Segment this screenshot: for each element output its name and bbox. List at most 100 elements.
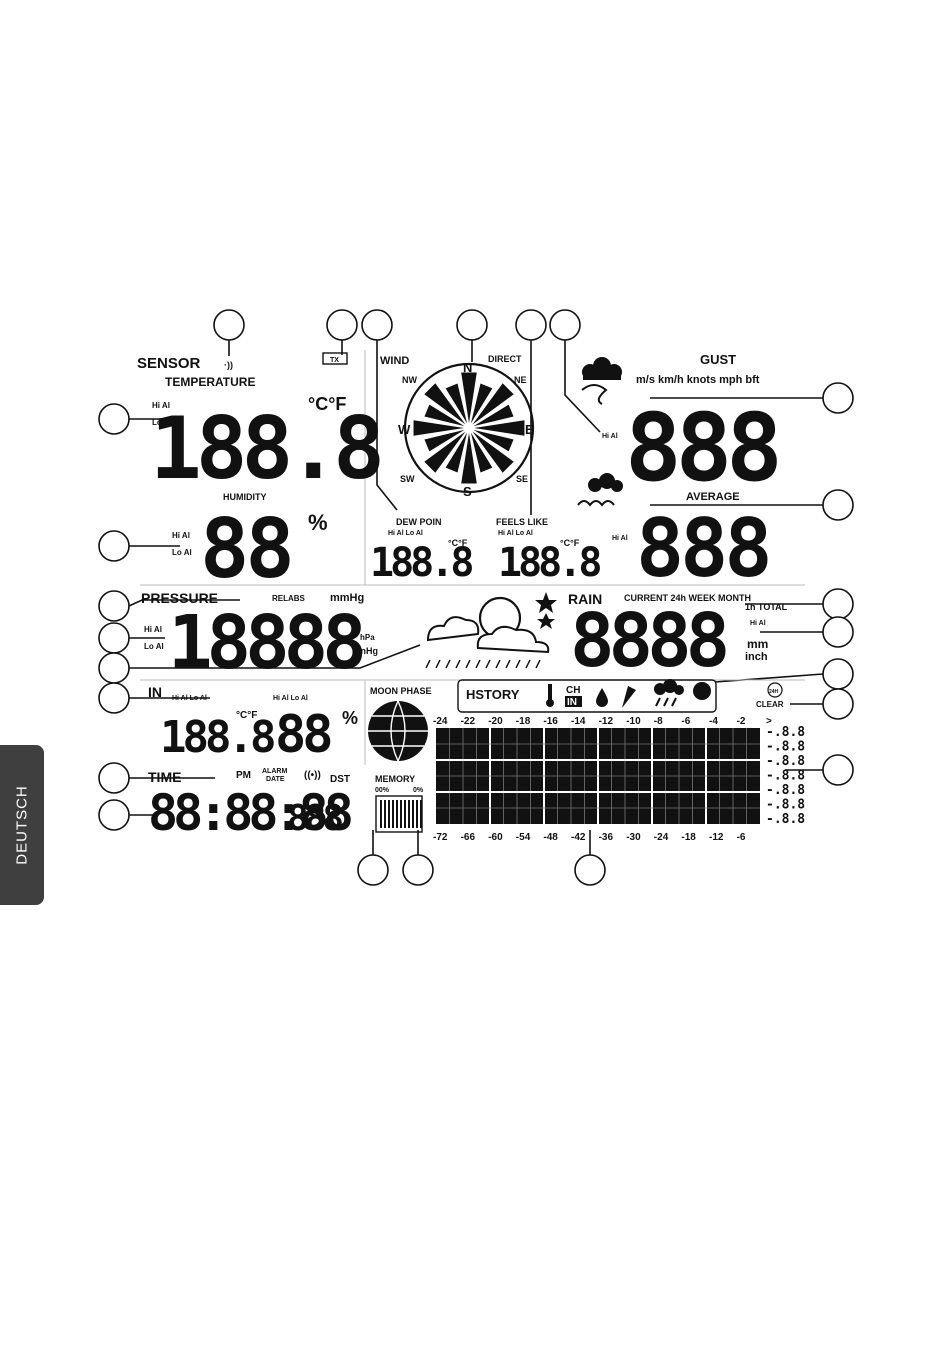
humidity-label: HUMIDITY: [223, 492, 267, 502]
callout-marker: [402, 854, 434, 886]
compass-wedge: [473, 404, 514, 427]
callout-marker: [326, 309, 358, 341]
humidity-drop-icon: [596, 688, 608, 707]
history-scale: -.8.8-.8.8-.8.8-.8.8-.8.8-.8.8-.8.8: [766, 725, 805, 827]
callout-marker: [98, 590, 130, 622]
callout-marker: [357, 854, 389, 886]
rain-hi-alarm-label: Hi Al: [750, 620, 766, 627]
compass-wedge: [424, 431, 466, 473]
compass-wedge: [445, 432, 468, 473]
memory-label: MEMORY: [375, 774, 415, 784]
history-top-tick: -22: [461, 716, 476, 727]
memory-bar: [400, 800, 402, 828]
pressure-value: 18888: [168, 600, 362, 686]
time-label: TIME: [148, 769, 181, 785]
callout-marker: [98, 762, 130, 794]
callout-marker: [98, 652, 130, 684]
humidity-lo-alarm-label: Lo Al: [172, 548, 192, 557]
memory-bar: [388, 800, 390, 828]
memory-bar: [404, 800, 406, 828]
gust-units: m/s km/h knots mph bft: [636, 374, 760, 386]
pressure-block: PRESSURE RELABS mmHg Hi Al Lo Al 18888 h…: [141, 590, 378, 686]
history-bottom-tick: -24: [654, 832, 669, 843]
compass-wedge: [424, 383, 466, 425]
history-bottom-tick: -54: [516, 832, 531, 843]
forecast-icon: [425, 592, 557, 669]
callout-marker: [822, 588, 854, 620]
compass-wedge: [473, 429, 514, 452]
history-top-tick: -4: [709, 716, 718, 727]
average-cloud-icon: [577, 473, 623, 507]
history-scale-label: -.8.8: [766, 740, 805, 755]
callout-marker: [98, 682, 130, 714]
compass-wedge: [470, 383, 493, 424]
history-block: HSTORY CH IN 24H CLEAR -24-22-20-18-16-1…: [433, 679, 805, 843]
callout-marker: [98, 622, 130, 654]
humidity-value: 88: [200, 502, 291, 597]
radio-signal-icon: ((•)): [304, 770, 321, 781]
time-dst-label: DST: [330, 774, 350, 785]
history-scale-label: -.8.8: [766, 812, 805, 827]
history-bottom-tick: -30: [626, 832, 641, 843]
history-top-tick: -18: [516, 716, 531, 727]
compass-w: W: [398, 422, 411, 437]
indoor-hum-value: 88: [275, 705, 331, 765]
rain-value: 8888: [570, 598, 726, 684]
history-top-tick: -2: [737, 716, 746, 727]
language-side-tab: DEUTSCH: [0, 745, 44, 905]
pressure-relabs-label: RELABS: [272, 594, 306, 603]
callout-marker: [515, 309, 547, 341]
wind-direct-label: DIRECT: [488, 354, 522, 364]
callout-marker: [822, 658, 854, 690]
dew-point-alarms: Hi Al Lo Al: [388, 530, 423, 537]
feels-like-label: FEELS LIKE: [496, 517, 548, 527]
compass-wedge: [472, 383, 514, 425]
compass-wedge: [445, 383, 468, 424]
history-bottom-tick: -60: [488, 832, 503, 843]
temperature-units: °C°F: [308, 394, 346, 414]
callout-marker: [822, 382, 854, 414]
callout-marker: [98, 403, 130, 435]
temperature-label: TEMPERATURE: [165, 375, 255, 389]
compass-wedge: [413, 420, 464, 436]
history-header-frame: [457, 679, 717, 713]
history-scale-label: -.8.8: [766, 754, 805, 769]
callout-marker: [361, 309, 393, 341]
memory-bar: [380, 800, 382, 828]
history-scale-arrow: >: [766, 716, 772, 727]
thermometer-icon: [546, 684, 554, 707]
pressure-mmhg-label: mmHg: [330, 592, 364, 604]
history-scale-label: -.8.8: [766, 798, 805, 813]
gust-cloud-icon: [581, 357, 622, 405]
compass-nw: NW: [402, 375, 417, 385]
indoor-temp-value: 188.8: [160, 712, 274, 763]
callout-marker: [98, 530, 130, 562]
memory-bar: [384, 800, 386, 828]
memory-bar: [420, 800, 422, 828]
compass-sw: SW: [400, 474, 415, 484]
humidity-unit: %: [308, 510, 328, 535]
memory-full-label: 00%: [375, 787, 390, 794]
history-top-axis: -24-22-20-18-16-14-12-10-8-6-4-2: [433, 716, 746, 727]
compass-e: E: [525, 422, 534, 437]
moon-memory-block: MOON PHASE MEMORY 00% 0%: [368, 686, 432, 833]
history-bottom-tick: -48: [543, 832, 558, 843]
pressure-lo-alarm-label: Lo Al: [144, 642, 164, 651]
compass-ne: NE: [514, 375, 527, 385]
history-bottom-tick: -6: [737, 832, 746, 843]
gust-block: GUST m/s km/h knots mph bft Hi Al 888 AV…: [577, 352, 783, 595]
compass-center: [466, 425, 472, 431]
leader-lines: [128, 340, 824, 855]
history-top-tick: -16: [543, 716, 558, 727]
memory-empty-label: 0%: [413, 787, 424, 794]
callout-marker: [822, 754, 854, 786]
history-bottom-tick: -72: [433, 832, 448, 843]
wind-block: WIND DIRECT N NE E SE S SW W NW: [380, 354, 535, 499]
average-hi-alarm-label: Hi Al: [612, 535, 628, 542]
history-top-tick: -6: [681, 716, 690, 727]
rain-block: RAIN CURRENT 24h WEEK MONTH 1h TOTAL Hi …: [568, 591, 788, 684]
dewpoint-feelslike-block: DEW POIN Hi Al Lo Al 188.8 °C°F FEELS LI…: [370, 517, 604, 586]
callout-marker: [822, 616, 854, 648]
history-label: HSTORY: [466, 687, 520, 702]
